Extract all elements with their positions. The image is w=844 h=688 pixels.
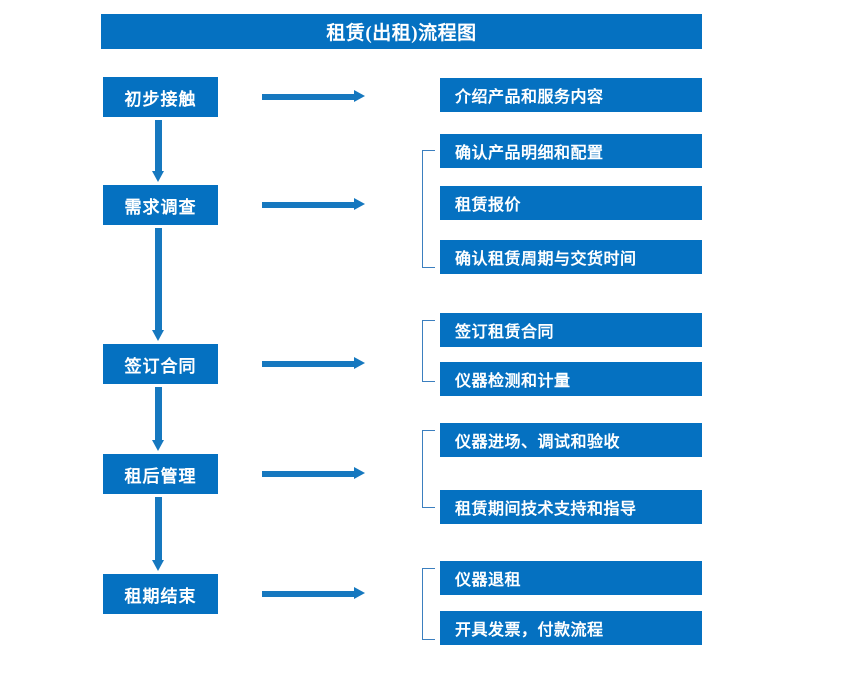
- detail-box-zu-lin-qi-jian-ji-shu-zhi-chi[interactable]: 租赁期间技术支持和指导: [440, 490, 702, 524]
- stage-box-zu-hou-guan-li[interactable]: 租后管理: [103, 454, 218, 494]
- arrow-head: [354, 90, 365, 102]
- arrow-head: [354, 467, 365, 479]
- right-arrow-2: [262, 198, 365, 211]
- stage-box-zu-qi-jie-shu[interactable]: 租期结束: [103, 574, 218, 614]
- arrow-head: [152, 560, 164, 571]
- stage-box-qian-ding-he-tong[interactable]: 签订合同: [103, 344, 218, 384]
- detail-box-jie-shao-chan-pin[interactable]: 介绍产品和服务内容: [440, 78, 702, 112]
- right-arrow-3: [262, 357, 365, 370]
- arrow-shaft: [262, 590, 355, 597]
- arrow-head: [152, 171, 164, 182]
- detail-box-zu-lin-bao-jia[interactable]: 租赁报价: [440, 186, 702, 220]
- arrow-head: [152, 440, 164, 451]
- right-arrow-5: [262, 587, 365, 600]
- arrow-shaft: [155, 497, 162, 560]
- right-arrow-4: [262, 467, 365, 480]
- arrow-shaft: [262, 360, 355, 367]
- arrow-head: [354, 198, 365, 210]
- detail-box-yi-qi-jin-chang[interactable]: 仪器进场、调试和验收: [440, 423, 702, 457]
- down-arrow-2: [152, 228, 165, 341]
- group-bracket-5: [422, 568, 435, 640]
- arrow-head: [152, 330, 164, 341]
- detail-box-qian-ding-zu-lin-he-tong[interactable]: 签订租赁合同: [440, 313, 702, 347]
- diagram-title: 租赁(出租)流程图: [101, 14, 702, 49]
- arrow-shaft: [155, 120, 162, 171]
- group-bracket-2: [422, 150, 435, 268]
- detail-box-yi-qi-tui-zu[interactable]: 仪器退租: [440, 561, 702, 595]
- detail-box-que-ren-chan-pin-ming-xi[interactable]: 确认产品明细和配置: [440, 134, 702, 168]
- arrow-head: [354, 357, 365, 369]
- stage-box-chu-bu-jie-chu[interactable]: 初步接触: [103, 77, 218, 117]
- group-bracket-3: [422, 320, 435, 382]
- arrow-shaft: [262, 470, 355, 477]
- right-arrow-1: [262, 90, 365, 103]
- arrow-shaft: [262, 93, 355, 100]
- arrow-head: [354, 587, 365, 599]
- detail-box-que-ren-zu-lin-zhou-qi[interactable]: 确认租赁周期与交货时间: [440, 240, 702, 274]
- arrow-shaft: [262, 201, 355, 208]
- group-bracket-4: [422, 430, 435, 508]
- down-arrow-4: [152, 497, 165, 571]
- down-arrow-1: [152, 120, 165, 182]
- down-arrow-3: [152, 387, 165, 451]
- detail-box-yi-qi-jian-ce-he-ji-liang[interactable]: 仪器检测和计量: [440, 362, 702, 396]
- arrow-shaft: [155, 228, 162, 330]
- arrow-shaft: [155, 387, 162, 440]
- stage-box-xu-qiu-diao-cha[interactable]: 需求调查: [103, 185, 218, 225]
- detail-box-kai-ju-fa-piao[interactable]: 开具发票，付款流程: [440, 611, 702, 645]
